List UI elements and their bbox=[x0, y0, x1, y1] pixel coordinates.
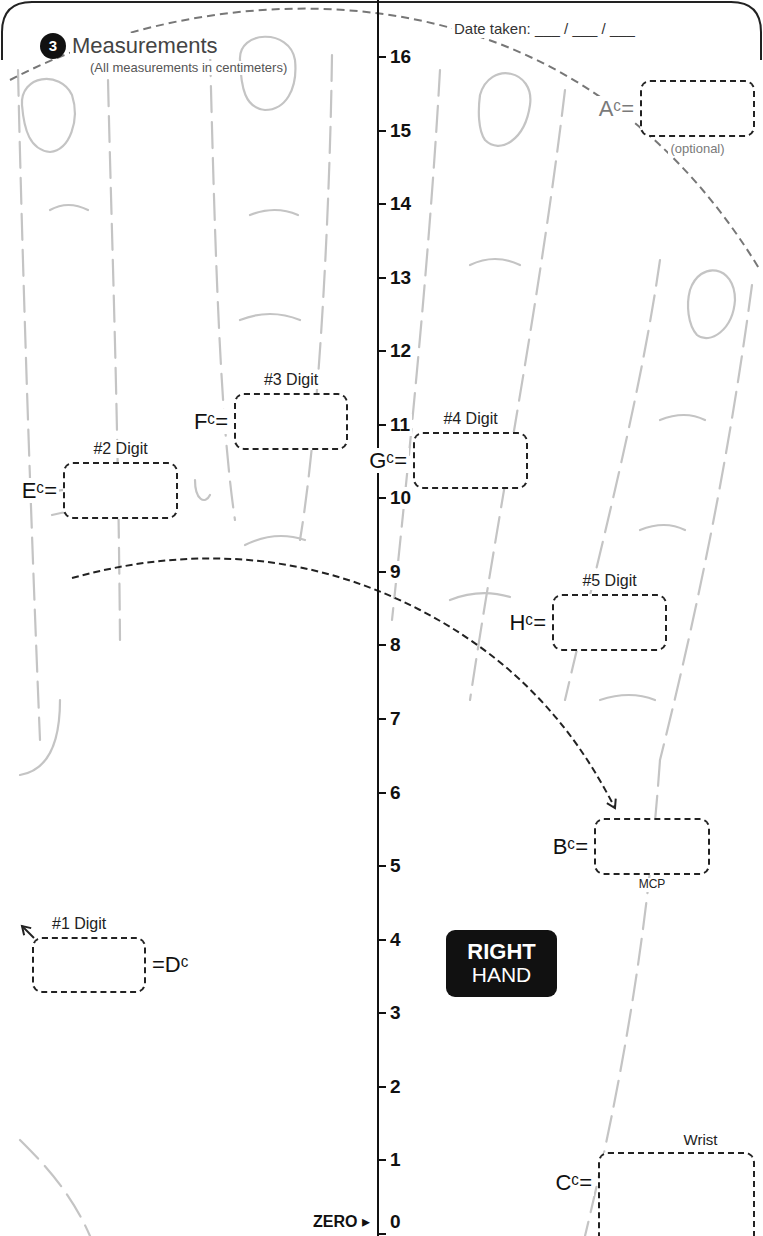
ruler-number: 15 bbox=[388, 120, 413, 142]
ruler-tick bbox=[378, 1233, 386, 1235]
knuckle-crease bbox=[450, 593, 510, 600]
ruler-tick bbox=[378, 277, 386, 279]
ruler-tick bbox=[378, 1159, 386, 1161]
ruler-tick bbox=[378, 1012, 386, 1014]
title: Measurements bbox=[70, 33, 220, 58]
fingernail bbox=[688, 270, 735, 338]
thumb-arrow bbox=[22, 926, 34, 938]
ruler-number: 8 bbox=[388, 634, 403, 656]
digit-heading: #1 Digit bbox=[50, 915, 108, 933]
knuckle-crease bbox=[250, 210, 298, 215]
knuckle-crease bbox=[640, 525, 685, 530]
finger-outline bbox=[18, 70, 40, 740]
subtitle: (All measurements in centimeters) bbox=[88, 61, 289, 76]
measure-label: Eᶜ= bbox=[20, 478, 59, 503]
knuckle-crease bbox=[660, 415, 705, 420]
measure-box: WristCᶜ= bbox=[598, 1152, 755, 1236]
ruler-number: 11 bbox=[388, 414, 412, 436]
measure-label: Gᶜ= bbox=[367, 448, 409, 473]
sheet-frame bbox=[2, 2, 761, 60]
ruler-tick bbox=[378, 865, 386, 867]
digit-heading: #4 Digit bbox=[441, 410, 499, 428]
ruler-number: 2 bbox=[388, 1076, 403, 1098]
measure-label: =Dᶜ bbox=[150, 952, 191, 977]
finger-outline bbox=[300, 55, 332, 540]
knuckle-crease bbox=[240, 314, 300, 320]
digit-heading: Wrist bbox=[682, 1131, 720, 1148]
measure-box: Aᶜ=(optional) bbox=[640, 80, 755, 137]
ruler-tick bbox=[378, 497, 386, 499]
date-field: Date taken: ___ / ___ / ___ bbox=[452, 20, 637, 37]
ruler-number: 9 bbox=[388, 561, 403, 583]
ruler-number: 4 bbox=[388, 929, 403, 951]
finger-outline bbox=[210, 50, 235, 520]
measure-box: #5 DigitHᶜ= bbox=[552, 594, 667, 651]
finger-outline bbox=[108, 80, 120, 640]
hand-tag: RIGHTHAND bbox=[446, 930, 557, 997]
ruler-tick bbox=[378, 350, 386, 352]
ruler-number: 0 bbox=[388, 1211, 403, 1233]
ruler-number: 6 bbox=[388, 782, 403, 804]
mcp-arc bbox=[72, 558, 615, 808]
ruler-tick bbox=[378, 1086, 386, 1088]
knuckle-crease bbox=[195, 480, 210, 500]
ruler-tick bbox=[378, 424, 386, 426]
measure-box: #2 DigitEᶜ= bbox=[63, 462, 178, 519]
ruler-number: 12 bbox=[388, 340, 413, 362]
finger-outline bbox=[660, 285, 752, 760]
tag-text: RIGHT bbox=[467, 940, 535, 964]
ruler-number: 10 bbox=[388, 487, 413, 509]
ruler-tick bbox=[378, 130, 386, 132]
ruler-tick bbox=[378, 571, 386, 573]
measure-label: Bᶜ= bbox=[551, 834, 590, 859]
ruler-number: 13 bbox=[388, 267, 413, 289]
knuckle-crease bbox=[470, 259, 520, 265]
measure-box: #4 DigitGᶜ= bbox=[413, 432, 528, 489]
ruler-tick bbox=[378, 203, 386, 205]
ruler-tick bbox=[378, 939, 386, 941]
measure-label: Aᶜ= bbox=[597, 96, 636, 121]
knuckle-crease bbox=[245, 536, 305, 545]
measure-label: Cᶜ= bbox=[553, 1170, 594, 1195]
digit-heading: #5 Digit bbox=[580, 572, 638, 590]
ruler-number: 7 bbox=[388, 708, 403, 730]
step-badge: 3 bbox=[40, 33, 66, 59]
knuckle-crease bbox=[50, 205, 88, 210]
ruler-number: 1 bbox=[388, 1149, 403, 1171]
tag-text: HAND bbox=[472, 964, 532, 987]
ruler-line bbox=[377, 0, 379, 1236]
finger-outline bbox=[20, 700, 60, 775]
measure-label: Fᶜ= bbox=[192, 409, 230, 434]
fingernail bbox=[22, 79, 75, 152]
ruler-number: 14 bbox=[388, 193, 413, 215]
measure-box: #1 Digit=Dᶜ bbox=[32, 937, 146, 993]
ruler-tick bbox=[378, 718, 386, 720]
ruler-number: 16 bbox=[388, 46, 413, 68]
tag-text: 3 bbox=[49, 38, 57, 54]
measure-box: Bᶜ=MCP bbox=[594, 818, 710, 875]
measure-label: Hᶜ= bbox=[507, 610, 548, 635]
ruler-ticks bbox=[378, 57, 386, 1234]
box-note: MCP bbox=[637, 878, 668, 892]
ruler-tick bbox=[378, 644, 386, 646]
span-arc bbox=[10, 9, 760, 270]
measure-box: #3 DigitFᶜ= bbox=[234, 393, 348, 450]
box-note: (optional) bbox=[668, 142, 726, 157]
ruler-tick bbox=[378, 56, 386, 58]
fingernail bbox=[479, 73, 531, 146]
ruler-number: 5 bbox=[388, 855, 403, 877]
finger-outline bbox=[470, 90, 565, 700]
ruler-tick bbox=[378, 792, 386, 794]
zero-marker: ZERO ▸ bbox=[311, 1213, 372, 1231]
thumb-outline bbox=[20, 1140, 90, 1236]
ruler-number: 3 bbox=[388, 1002, 403, 1024]
knuckle-crease bbox=[600, 695, 655, 700]
digit-heading: #2 Digit bbox=[91, 440, 149, 458]
digit-heading: #3 Digit bbox=[262, 371, 320, 389]
